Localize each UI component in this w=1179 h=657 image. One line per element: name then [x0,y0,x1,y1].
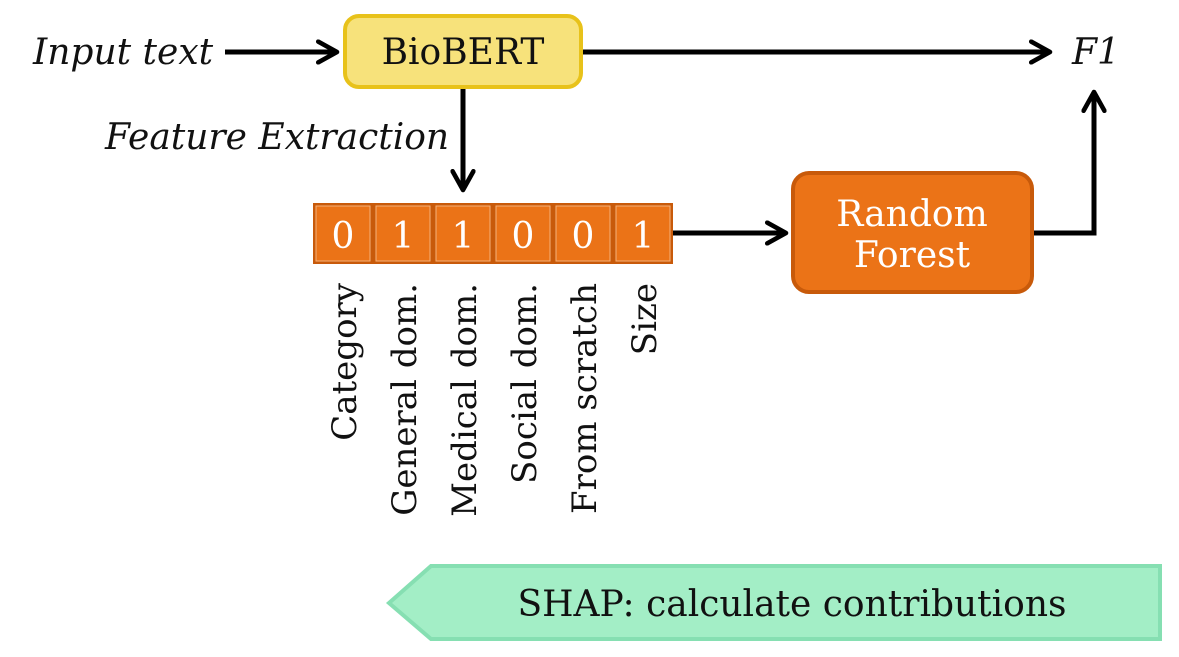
feature-extraction-label: Feature Extraction [104,117,449,158]
feature-name: Medical dom. [445,283,485,517]
feature-cell-inner [495,205,551,262]
random-forest-label-line2: Forest [854,235,971,276]
random-forest-label-line1: Random [836,194,987,235]
shap-arrow-banner [385,564,1162,641]
biobert-box [343,14,583,89]
feature-name: Social dom. [505,283,545,484]
feature-value: 1 [452,216,475,257]
arrow-forest-to-f1 [1034,92,1094,236]
feature-value: 0 [332,216,355,257]
feature-cell-inner [315,205,371,262]
f1-label: F1 [1071,32,1120,73]
feature-value: 1 [632,216,655,257]
feature-cell-inner [615,205,671,262]
feature-name: From scratch [565,283,605,514]
feature-cell-inner [555,205,611,262]
feature-name: Category [325,282,365,441]
input-text-label: Input text [32,32,214,73]
feature-names: Category General dom. Medical dom. Social d… [325,282,665,517]
feature-name: General dom. [385,283,425,516]
feature-value: 1 [392,216,415,257]
random-forest-box [791,171,1034,294]
shap-label: SHAP: calculate contributions [518,584,1067,625]
feature-value: 0 [512,216,535,257]
feature-name: Size [625,283,665,355]
feature-value: 0 [572,216,595,257]
feature-cell-inner [435,205,491,262]
feature-cell-inner [375,205,431,262]
biobert-label: BioBERT [382,32,545,73]
